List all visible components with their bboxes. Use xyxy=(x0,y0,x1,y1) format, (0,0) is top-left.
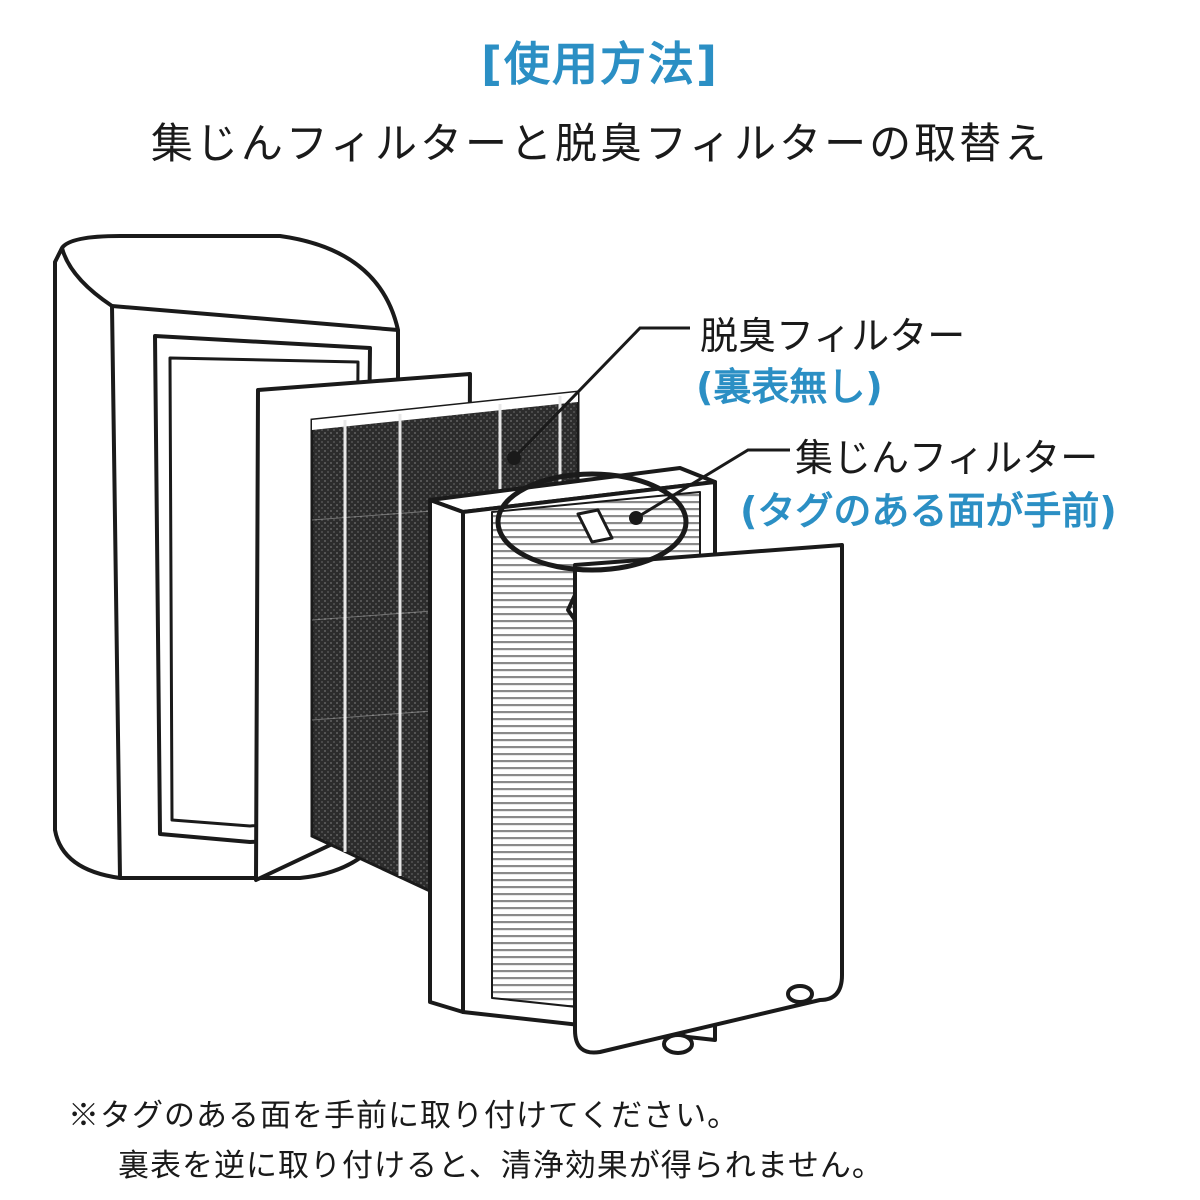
dust-filter-label: 集じんフィルター xyxy=(795,436,1099,480)
page-subtitle: 集じんフィルターと脱臭フィルターの取替え xyxy=(150,119,1050,168)
dust-leader xyxy=(629,448,790,525)
tag-highlight-ring xyxy=(495,471,689,573)
deodorizing-leader xyxy=(507,326,690,465)
footnote-line-1: ※タグのある面を手前に取り付けてください。 xyxy=(68,1098,740,1134)
deodorizing-filter-label: 脱臭フィルター xyxy=(700,314,966,358)
page-title: [使用方法] xyxy=(480,37,720,91)
deodorizing-filter-note: (裏表無し) xyxy=(696,365,883,409)
front-panel xyxy=(566,543,844,1055)
dust-filter-note: (タグのある面が手前) xyxy=(740,489,1117,533)
footnote-line-2: 裏表を逆に取り付けると、清浄効果が得られません。 xyxy=(118,1148,884,1184)
